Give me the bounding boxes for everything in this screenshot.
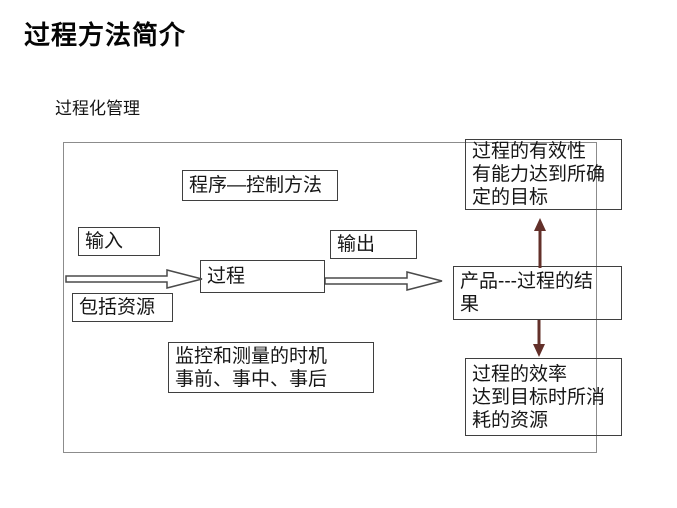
effectiveness-up-arrow-head xyxy=(534,218,546,231)
input-flow-arrow-icon xyxy=(65,269,203,289)
process-effectiveness-line: 过程的有效性 xyxy=(472,141,587,162)
monitoring-measurement-box: 监控和测量的时机 事前、事中、事后 xyxy=(168,342,374,393)
input-label: 输入 xyxy=(85,231,124,252)
slide-subtitle: 过程化管理 xyxy=(55,99,140,118)
procedure-control-method-label: 程序—控制方法 xyxy=(189,175,323,196)
output-flow-arrow-icon xyxy=(325,271,443,291)
monitoring-measurement-line: 监控和测量的时机 xyxy=(175,345,328,367)
monitoring-measurement-line: 事前、事中、事后 xyxy=(175,368,328,390)
input-flow-arrow-shape xyxy=(65,269,203,289)
effectiveness-up-arrow-icon xyxy=(534,218,546,268)
diagram-frame xyxy=(63,142,597,453)
process-efficiency-box: 过程的效率 达到目标时所消 耗的资源 xyxy=(465,358,622,436)
process-efficiency-line: 耗的资源 xyxy=(472,409,549,431)
procedure-control-method-box: 程序—控制方法 xyxy=(182,170,338,201)
page-title: 过程方法简介 xyxy=(24,20,187,50)
product-result-line: 产品---过程的结 xyxy=(460,271,593,292)
output-label: 输出 xyxy=(337,234,376,255)
input-box: 输入 xyxy=(78,227,160,256)
process-label: 过程 xyxy=(207,266,246,287)
product-result-box: 产品---过程的结 果 xyxy=(453,266,622,320)
effectiveness-up-arrow-shaft xyxy=(538,230,542,268)
process-box: 过程 xyxy=(200,260,325,293)
process-efficiency-line: 过程的效率 xyxy=(472,363,568,385)
efficiency-down-arrow-icon xyxy=(533,320,545,357)
output-flow-arrow-shape xyxy=(325,271,443,291)
process-efficiency-line: 达到目标时所消 xyxy=(472,386,606,408)
including-resources-box: 包括资源 xyxy=(72,293,173,322)
process-effectiveness-box: 过程的有效性 有能力达到所确 定的目标 xyxy=(465,139,622,210)
output-box: 输出 xyxy=(330,230,417,259)
product-result-line: 果 xyxy=(460,294,480,315)
efficiency-down-arrow-shaft xyxy=(537,320,541,346)
efficiency-down-arrow-head xyxy=(533,344,545,357)
process-effectiveness-line: 有能力达到所确 xyxy=(472,164,606,185)
process-effectiveness-line: 定的目标 xyxy=(472,187,549,208)
including-resources-label: 包括资源 xyxy=(79,297,156,318)
